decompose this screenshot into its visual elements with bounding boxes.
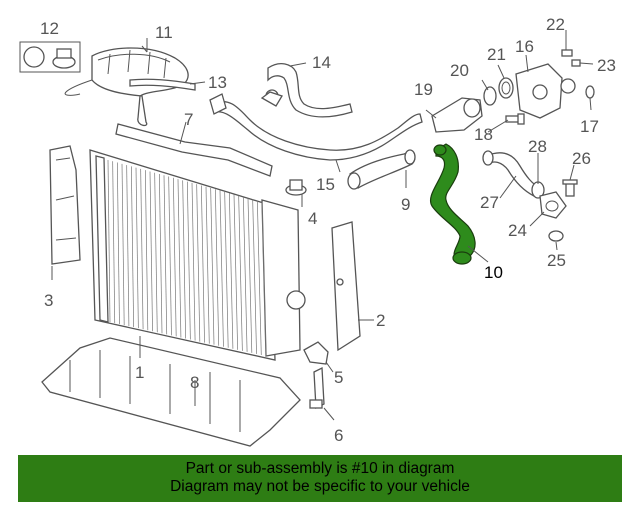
callout-19: 19 xyxy=(414,80,433,99)
part-14-hose xyxy=(260,62,353,118)
callout-7: 7 xyxy=(184,110,193,129)
part-18-bolt xyxy=(505,113,525,125)
radiator-fin xyxy=(177,179,182,338)
radiator-fin xyxy=(200,185,205,343)
part-24-outlet xyxy=(539,191,567,219)
radiator-fin xyxy=(214,189,220,346)
part-9-hose xyxy=(347,149,416,190)
part-12-radiator-cap xyxy=(19,41,81,73)
part-22-bolt xyxy=(561,49,573,57)
callout-12: 12 xyxy=(40,19,59,38)
part-21-gasket xyxy=(498,77,514,99)
part-13-hose xyxy=(129,78,196,91)
radiator-fin xyxy=(247,198,253,353)
radiator-fin xyxy=(172,177,177,337)
part-23-fitting xyxy=(571,59,581,67)
radiator-fin xyxy=(238,195,243,351)
part-5-bracket xyxy=(303,341,329,365)
callout-11: 11 xyxy=(155,23,173,42)
part-11-surge-tank xyxy=(64,47,189,127)
callout-28: 28 xyxy=(528,137,547,156)
callout-23: 23 xyxy=(597,56,616,75)
part-19-housing xyxy=(431,97,483,133)
part-10-hose-highlighted xyxy=(430,143,476,265)
callout-labels: 12 11 13 14 7 15 9 4 2 3 1 8 5 6 10 19 2… xyxy=(40,15,616,445)
leader-lines xyxy=(51,30,594,421)
radiator-fin xyxy=(233,194,238,350)
radiator-fin xyxy=(191,182,196,341)
radiator-fin xyxy=(135,167,139,329)
callout-21: 21 xyxy=(487,45,506,64)
callout-1: 1 xyxy=(135,363,144,382)
callout-26: 26 xyxy=(572,149,591,168)
callout-5: 5 xyxy=(334,368,343,387)
radiator-fin xyxy=(144,170,149,331)
callout-24: 24 xyxy=(508,221,527,240)
callout-4: 4 xyxy=(308,209,317,228)
callout-2: 2 xyxy=(376,311,385,330)
part-17-o-ring xyxy=(585,85,595,99)
parts-diagram: 12 11 13 14 7 15 9 4 2 3 1 8 5 6 10 19 2… xyxy=(19,15,616,447)
radiator-fin xyxy=(168,176,172,336)
callout-8: 8 xyxy=(190,373,199,392)
radiator-fin xyxy=(182,180,186,339)
part-6-sensor xyxy=(309,366,325,410)
radiator-fin xyxy=(261,201,267,357)
radiator-fin xyxy=(224,191,229,348)
part-8-shield xyxy=(41,337,301,447)
radiator-fin xyxy=(126,165,130,327)
radiator-fin xyxy=(196,184,201,342)
callout-10: 10 xyxy=(484,263,503,282)
callout-17: 17 xyxy=(580,117,599,136)
callout-9: 9 xyxy=(401,195,410,214)
part-26-bolt xyxy=(562,179,578,197)
radiator-fin xyxy=(107,159,111,323)
part-info-banner: Part or sub-assembly is #10 in diagram D… xyxy=(18,455,622,502)
radiator-fin xyxy=(130,166,134,328)
radiator-fin xyxy=(158,173,163,334)
radiator-fin xyxy=(228,193,234,349)
part-15-hose xyxy=(209,93,423,161)
part-20-gasket xyxy=(483,86,497,106)
banner-line-2: Diagram may not be specific to your vehi… xyxy=(170,478,470,495)
radiator-fin xyxy=(256,200,262,355)
callout-16: 16 xyxy=(515,37,534,56)
radiator-fin xyxy=(252,199,257,354)
radiator-fin xyxy=(149,171,153,332)
radiator-fin xyxy=(121,163,125,326)
callout-18: 18 xyxy=(474,125,493,144)
callout-20: 20 xyxy=(450,61,469,80)
callout-6: 6 xyxy=(334,426,343,445)
radiator-fin xyxy=(210,187,215,345)
part-2-deflector xyxy=(331,221,361,352)
radiator-fin xyxy=(140,168,144,330)
radiator-fin xyxy=(116,162,120,325)
part-4-plug xyxy=(285,179,307,196)
callout-25: 25 xyxy=(547,251,566,270)
callout-27: 27 xyxy=(480,193,499,212)
part-3-deflector xyxy=(49,145,81,265)
radiator-fin xyxy=(205,186,210,344)
callout-13: 13 xyxy=(208,73,227,92)
callout-15: 15 xyxy=(316,175,335,194)
radiator-fin xyxy=(186,181,191,340)
part-1-radiator xyxy=(89,149,306,361)
banner-line-1: Part or sub-assembly is #10 in diagram xyxy=(185,460,455,477)
callout-3: 3 xyxy=(44,291,53,310)
radiator-fin xyxy=(112,161,116,324)
part-7-bracket xyxy=(115,123,273,177)
part-16-housing xyxy=(515,63,576,119)
radiator-fin xyxy=(219,190,224,347)
part-25-seal xyxy=(548,230,564,242)
callout-22: 22 xyxy=(546,15,565,34)
callout-14: 14 xyxy=(312,53,331,72)
radiator-fin xyxy=(163,175,168,335)
radiator-fin xyxy=(154,172,158,333)
radiator-fin xyxy=(242,196,248,352)
